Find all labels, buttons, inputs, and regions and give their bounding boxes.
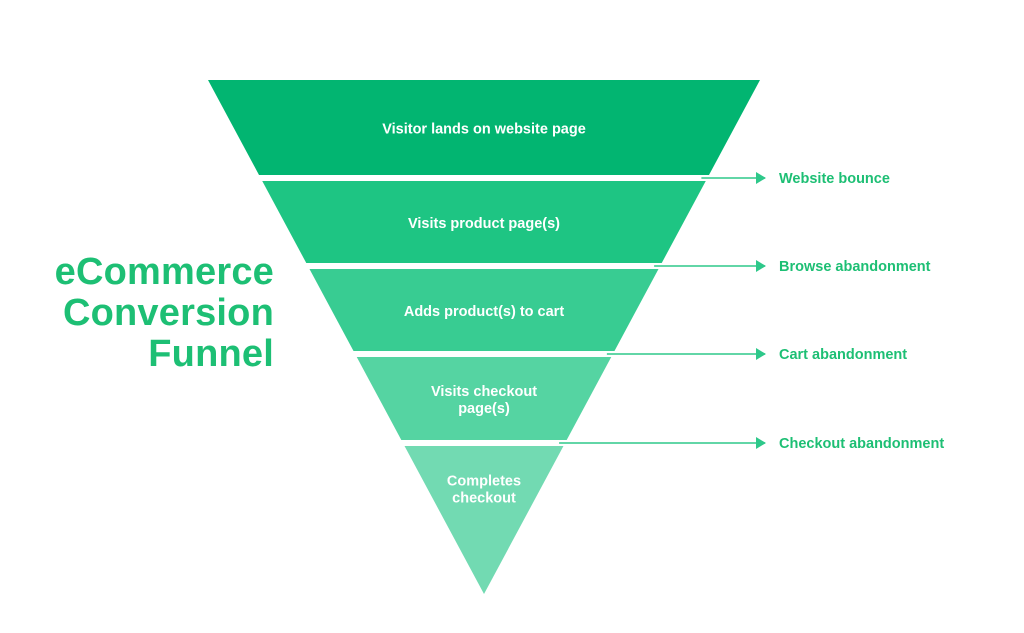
funnel-stage-3 bbox=[309, 269, 659, 351]
dropoff-label-2: Browse abandonment bbox=[779, 259, 931, 275]
funnel-stage-2-label: Visits product page(s) bbox=[408, 216, 560, 232]
funnel-stage-4-label: page(s) bbox=[458, 401, 510, 417]
dropoff-label-3: Cart abandonment bbox=[779, 347, 907, 363]
diagram-title: eCommerce Conversion Funnel bbox=[55, 252, 274, 375]
funnel-stage-1-label: Visitor lands on website page bbox=[382, 122, 586, 138]
title-line-2: Conversion bbox=[62, 292, 274, 334]
title-line-1: eCommerce bbox=[54, 251, 274, 293]
dropoff-label-1: Website bounce bbox=[779, 171, 890, 187]
funnel-stage-2 bbox=[262, 181, 706, 263]
funnel-stage-5 bbox=[404, 446, 564, 594]
dropoff-label-4: Checkout abandonment bbox=[779, 436, 944, 452]
title-line-3: Funnel bbox=[148, 333, 274, 375]
funnel-stage-5-label: checkout bbox=[452, 491, 516, 507]
funnel-stage-4 bbox=[356, 357, 612, 440]
funnel-stage-5-label: Completes bbox=[447, 474, 521, 490]
funnel-stage-3-label: Adds product(s) to cart bbox=[404, 304, 564, 320]
funnel-stage-4-label: Visits checkout bbox=[431, 384, 537, 400]
funnel-stage-1 bbox=[208, 80, 760, 175]
